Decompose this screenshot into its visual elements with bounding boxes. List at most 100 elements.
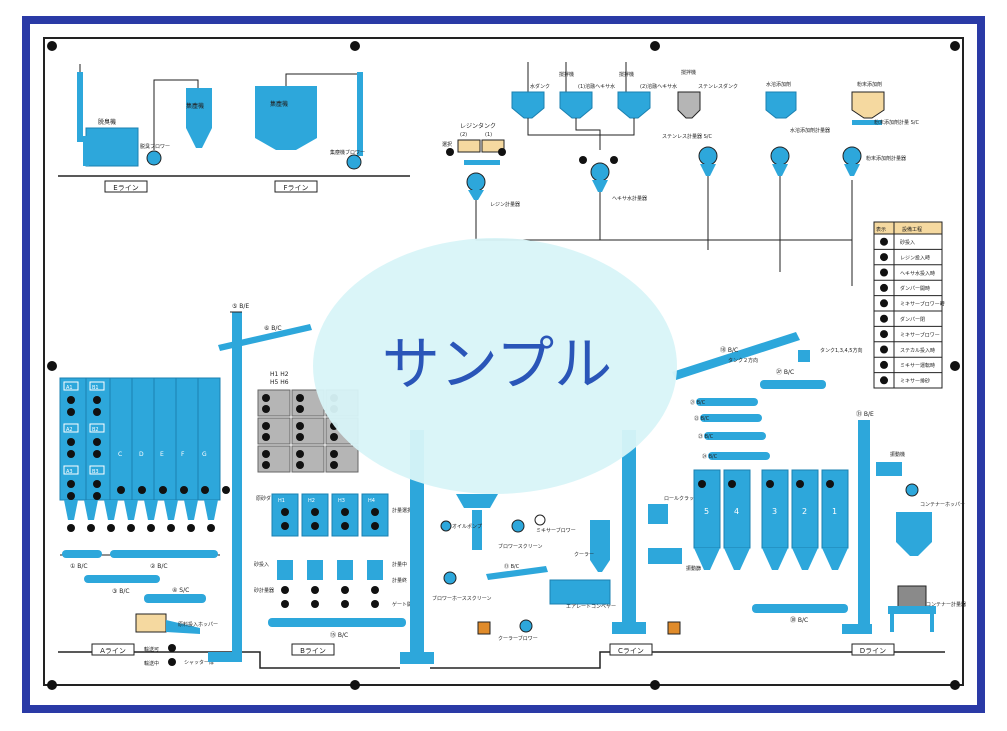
legend-row-label: ミキサー排砂	[900, 378, 930, 385]
b-meter-select-1: 計量選択	[392, 507, 412, 514]
e-line: 脱臭機 脱臭ブロワー 集塵機 Eライン	[77, 64, 212, 193]
legend-lamp	[880, 376, 888, 385]
c-line: オイルポンプ ミキサーブロワー ブロワースクリーン ブロワーホーススクリーン ⑬…	[432, 430, 709, 656]
mixer-label-1: 撹拌機	[559, 71, 574, 78]
b-cell-label: H1	[278, 498, 285, 504]
a-shutter-label: シャッター扉	[184, 659, 214, 666]
d-container-meter-label: コンテナー計量器	[926, 601, 966, 608]
d-small-bc-label: ㉒ B/C	[694, 415, 710, 422]
mixer-label-2: 撹拌機	[619, 71, 634, 78]
b-elevator-label: ⑤ B/E	[232, 303, 249, 310]
e-duct-label: 集塵機	[186, 102, 204, 110]
legend-lamp	[880, 268, 888, 277]
c-mixer-blower-label: ミキサーブロワー	[536, 527, 576, 534]
powder-add-label: 粉末添加剤	[857, 81, 882, 88]
b-hopper-tank-label: 原砂ダンク	[256, 495, 281, 502]
bin-label: F	[181, 451, 185, 458]
bin-b-label: B2	[92, 427, 99, 433]
watermark-text: サンプル	[382, 330, 612, 398]
d-silo-label: 4	[734, 507, 739, 516]
mixer-label-3: 撹拌機	[681, 69, 696, 76]
d-silo-label: 5	[704, 507, 709, 516]
b-cell-label: H2	[308, 498, 315, 504]
legend-header-process: 設備工程	[902, 226, 922, 233]
legend-row-label: ミキサーブロワー	[900, 331, 940, 338]
f-blower-label: 集塵機ブロワー	[330, 149, 365, 156]
resin-tank-label: レジンタンク	[460, 122, 496, 130]
legend-row-label: ミキサー運転時	[900, 363, 935, 369]
b-tower2-label: H5 H6	[270, 379, 289, 386]
bin-label: C	[118, 451, 122, 458]
f-line: 集塵機 集塵機ブロワー Fライン	[255, 72, 365, 193]
b-bc6-label: ⑥ B/C	[264, 325, 282, 332]
c-blower-screen2-label: ブロワーホーススクリーン	[432, 595, 492, 602]
c-oil-pump-label: オイルポンプ	[452, 523, 482, 530]
d-silo-label: 1	[832, 507, 837, 516]
c-screen-label: 振動篩	[686, 565, 701, 572]
e-blower-label: 脱臭ブロワー	[140, 143, 170, 150]
c-blower-screen-label: ブロワースクリーン	[498, 543, 543, 550]
b-tower1-label: H1 H2	[270, 371, 289, 378]
stainless-tank-label: ステンレスダンク	[698, 83, 738, 90]
water-add-label: 水溶添加剤	[766, 81, 791, 88]
hexa-meter-label: ヘキサ水計量器	[612, 195, 647, 202]
hexa2-label: (2)溶融ヘキサ水	[640, 83, 677, 90]
b-line-label: Bライン	[300, 647, 326, 655]
legend-row-label: 砂投入	[900, 239, 915, 246]
bin-b-label: B3	[92, 469, 99, 475]
top-equipment: レジンタンク (2) (1) レジン計量器 選択 水ダンク 撹拌機 撹拌機 (1…	[442, 62, 919, 286]
b-sand-meter-label: 砂計量器	[254, 587, 274, 594]
legend-row-label: ステカル投入時	[900, 347, 935, 354]
bin-label: G	[202, 451, 207, 458]
water-tank-label: 水ダンク	[530, 83, 550, 90]
bin-b-label: B1	[92, 385, 99, 391]
legend-lamp	[880, 253, 888, 262]
b-cell-label: H4	[368, 498, 375, 504]
legend-lamp	[880, 314, 888, 323]
legend-lamp	[880, 299, 888, 308]
bin-label: H	[223, 451, 228, 458]
bin-a-label: A3	[66, 469, 73, 475]
c-roll-label: ロールクラッシャー	[664, 496, 709, 502]
legend-lamp	[880, 330, 888, 339]
b-line: ⑤ B/E ⑥ B/C H1 H2 H5 H6 原砂ダンク H1 H2 H3 H4 計…	[208, 303, 434, 664]
d-bottom-bc-label: ㉚ B/C	[790, 616, 808, 624]
e-line-label: Eライン	[113, 184, 138, 192]
d-line-label: Dライン	[860, 647, 886, 655]
d-line: ⑱ B/C タンク２方向 タンク1,3,4,5方向 ㉗ B/C ㉑ B/C㉒ B…	[672, 332, 966, 656]
powder-meter-sc-label: 粉末添加剤計量 S/C	[874, 119, 919, 126]
a-line-label: Aライン	[100, 647, 126, 655]
e-fan-label: 脱臭機	[98, 118, 116, 126]
bin-label: D	[139, 451, 144, 458]
b-meter-done-label: 計量終	[392, 577, 407, 584]
legend: 表示 設備工程 砂投入レジン投入時ヘキサ水投入時ダンパー開時ミキサーブロワー時ダ…	[873, 221, 945, 389]
resin-num-2: (2)	[460, 132, 467, 138]
hexa1-label: (1)溶融ヘキサ水	[578, 83, 615, 90]
a-hopper-label: 原料投入ホッパー	[178, 621, 218, 628]
legend-row-label: レジン投入時	[900, 254, 930, 261]
legend-lamp	[880, 360, 888, 369]
water-add-meter-label: 水溶添加剤計量器	[790, 127, 830, 134]
b-metering-label: 計量中	[392, 561, 407, 568]
panel-border	[43, 37, 964, 686]
a-bc1-label: ① B/C	[70, 563, 88, 570]
d-silo-label: 3	[772, 507, 777, 516]
bin-a-label: A2	[66, 427, 73, 433]
d-tank-dir-label: タンク1,3,4,5方向	[820, 347, 863, 354]
resin-num-1: (1)	[485, 132, 492, 138]
d-bc28-label: ⑱ B/C	[720, 346, 738, 354]
b-sand-in-label: 砂投入	[254, 561, 269, 568]
legend-row-label: ダンパー閉	[900, 316, 925, 323]
d-bc27-label: ㉗ B/C	[776, 368, 794, 376]
legend-row-label: ミキサーブロワー時	[900, 301, 945, 308]
a-bc3-label: ③ B/C	[112, 588, 130, 595]
d-small-bc-label: ㉑ B/C	[690, 399, 706, 406]
d-container-hopper-label: コンテナーホッパー	[920, 502, 965, 508]
c-bc-label: ⑬ B/C	[504, 563, 520, 570]
legend-lamp	[880, 283, 888, 292]
b-cell-label: H3	[338, 498, 345, 504]
d-vib-label: 振動機	[890, 451, 905, 458]
c-cooler-label: クーラー	[574, 552, 594, 558]
